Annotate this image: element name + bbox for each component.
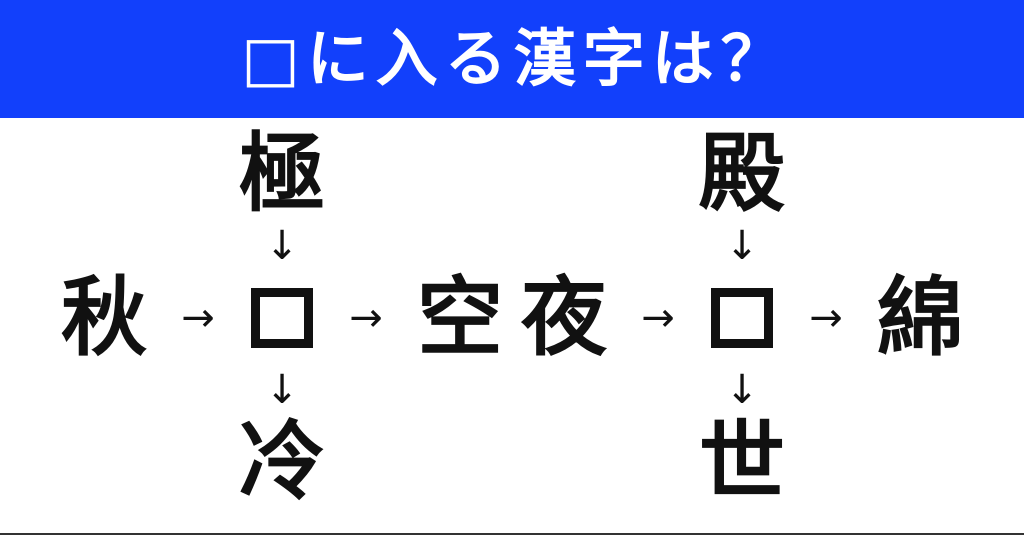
puzzle-left-east-cell: 空 — [394, 266, 526, 370]
footer-divider — [0, 533, 1024, 535]
answer-blank-box-right-puzzle[interactable] — [711, 288, 773, 348]
arrow-right-icon-west-left-puzzle: → — [181, 295, 215, 341]
puzzle-right-top-row: 殿 — [686, 122, 798, 226]
arrow-right-icon-west-right-puzzle: → — [641, 295, 675, 341]
puzzle-container: 極 ↓ 秋 → → 空 ↓ 冷 — [0, 118, 1024, 518]
puzzle-left-bottom-cell: 冷 — [226, 410, 338, 514]
puzzle-right-west-cell: 夜 — [498, 266, 630, 370]
header-banner: □に入る漢字は？ — [0, 0, 1024, 118]
puzzle-left-center-cell[interactable] — [226, 266, 338, 370]
puzzle-right-east-cell: 綿 — [854, 266, 986, 370]
kanji-right-right-puzzle: 綿 — [877, 268, 963, 368]
puzzle-left: 極 ↓ 秋 → → 空 ↓ 冷 — [52, 131, 512, 505]
puzzle-right-center-cell[interactable] — [686, 266, 798, 370]
kanji-bottom-left-puzzle: 冷 — [239, 412, 325, 512]
puzzle-right-top-cell: 殿 — [686, 122, 798, 226]
puzzle-left-top-cell: 極 — [226, 122, 338, 226]
puzzle-right-bottom-row: 世 — [686, 410, 798, 514]
kanji-top-left-puzzle: 極 — [239, 124, 325, 224]
arrow-down-icon-bottom-right-puzzle: ↓ — [725, 367, 759, 413]
puzzle-left-top-row: 極 — [226, 122, 338, 226]
puzzle-left-middle-row: 秋 → → 空 — [38, 266, 526, 370]
puzzle-left-west-cell: 秋 — [38, 266, 170, 370]
puzzle-right: 殿 ↓ 夜 → → 綿 ↓ 世 — [512, 131, 972, 505]
kanji-left-right-puzzle: 夜 — [521, 268, 607, 368]
answer-blank-box-left-puzzle[interactable] — [251, 288, 313, 348]
arrow-down-icon-top-left-puzzle: ↓ — [265, 223, 299, 269]
kanji-left-left-puzzle: 秋 — [61, 268, 147, 368]
arrow-right-icon-east-right-puzzle: → — [809, 295, 843, 341]
page-title: □に入る漢字は？ — [241, 22, 790, 95]
arrow-down-icon-top-right-puzzle: ↓ — [725, 223, 759, 269]
puzzle-left-bottom-row: 冷 — [226, 410, 338, 514]
puzzle-right-middle-row: 夜 → → 綿 — [498, 266, 986, 370]
puzzle-right-bottom-cell: 世 — [686, 410, 798, 514]
arrow-right-icon-east-left-puzzle: → — [349, 295, 383, 341]
arrow-down-icon-bottom-left-puzzle: ↓ — [265, 367, 299, 413]
kanji-top-right-puzzle: 殿 — [699, 124, 785, 224]
kanji-bottom-right-puzzle: 世 — [699, 412, 785, 512]
kanji-right-left-puzzle: 空 — [417, 268, 503, 368]
